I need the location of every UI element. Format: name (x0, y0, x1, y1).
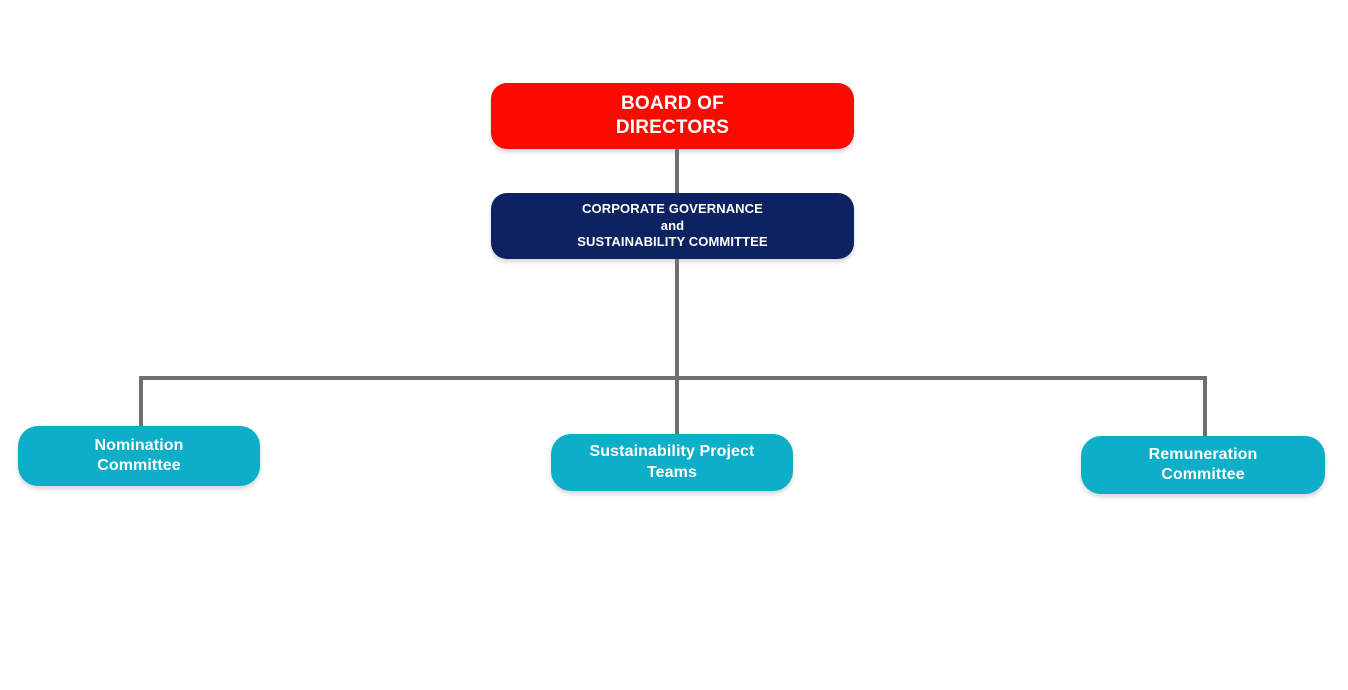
connector-board-to-governance (675, 146, 679, 196)
node-board-of-directors[interactable]: BOARD OF DIRECTORS (491, 83, 854, 149)
connector-horizontal-bus (139, 376, 1207, 380)
connector-bus-to-sustainability-teams (675, 376, 679, 438)
node-nomination-committee[interactable]: Nomination Committee (18, 426, 260, 486)
node-remuneration-committee[interactable]: Remuneration Committee (1081, 436, 1325, 494)
node-remuneration-committee-label: Remuneration Committee (1148, 445, 1258, 483)
connector-governance-to-bus (675, 256, 679, 380)
node-sustainability-project-teams[interactable]: Sustainability Project Teams (551, 434, 793, 491)
connector-bus-to-nomination (139, 376, 143, 430)
node-corporate-governance-and-sustainability-committee-label: CORPORATE GOVERNANCE and SUSTAINABILITY … (577, 201, 768, 250)
node-nomination-committee-label: Nomination Committee (94, 436, 184, 474)
node-board-of-directors-label: BOARD OF DIRECTORS (615, 93, 730, 138)
node-corporate-governance-and-sustainability-committee[interactable]: CORPORATE GOVERNANCE and SUSTAINABILITY … (491, 193, 854, 259)
connector-bus-to-remuneration (1203, 376, 1207, 440)
node-sustainability-project-teams-label: Sustainability Project Teams (589, 443, 755, 481)
